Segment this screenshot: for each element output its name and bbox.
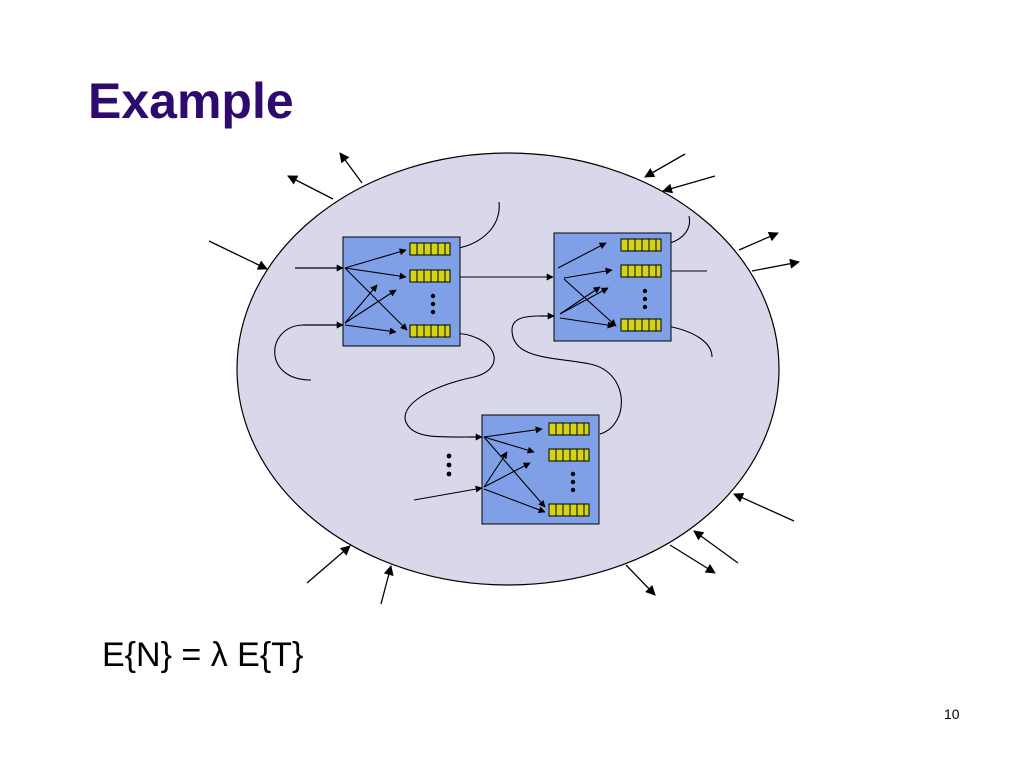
node-top-right (540, 232, 672, 342)
slide-title: Example (88, 73, 294, 129)
queue-buffer (409, 324, 451, 338)
more-nodes-ellipsis (446, 453, 452, 477)
page-number: 10 (944, 706, 960, 722)
external-flows (208, 152, 800, 605)
node-top-left (295, 236, 461, 347)
littles-law-formula: E{N} = λ E{T} (102, 636, 304, 674)
queue-buffer (620, 318, 662, 332)
queue-buffer (548, 422, 590, 436)
queue-buffer (620, 264, 662, 278)
queue-buffer (409, 269, 451, 283)
queue-buffer (548, 503, 590, 517)
queue-buffer (409, 242, 451, 256)
queue-buffer (620, 238, 662, 252)
queue-buffer (548, 448, 590, 462)
node-bottom (468, 414, 600, 525)
